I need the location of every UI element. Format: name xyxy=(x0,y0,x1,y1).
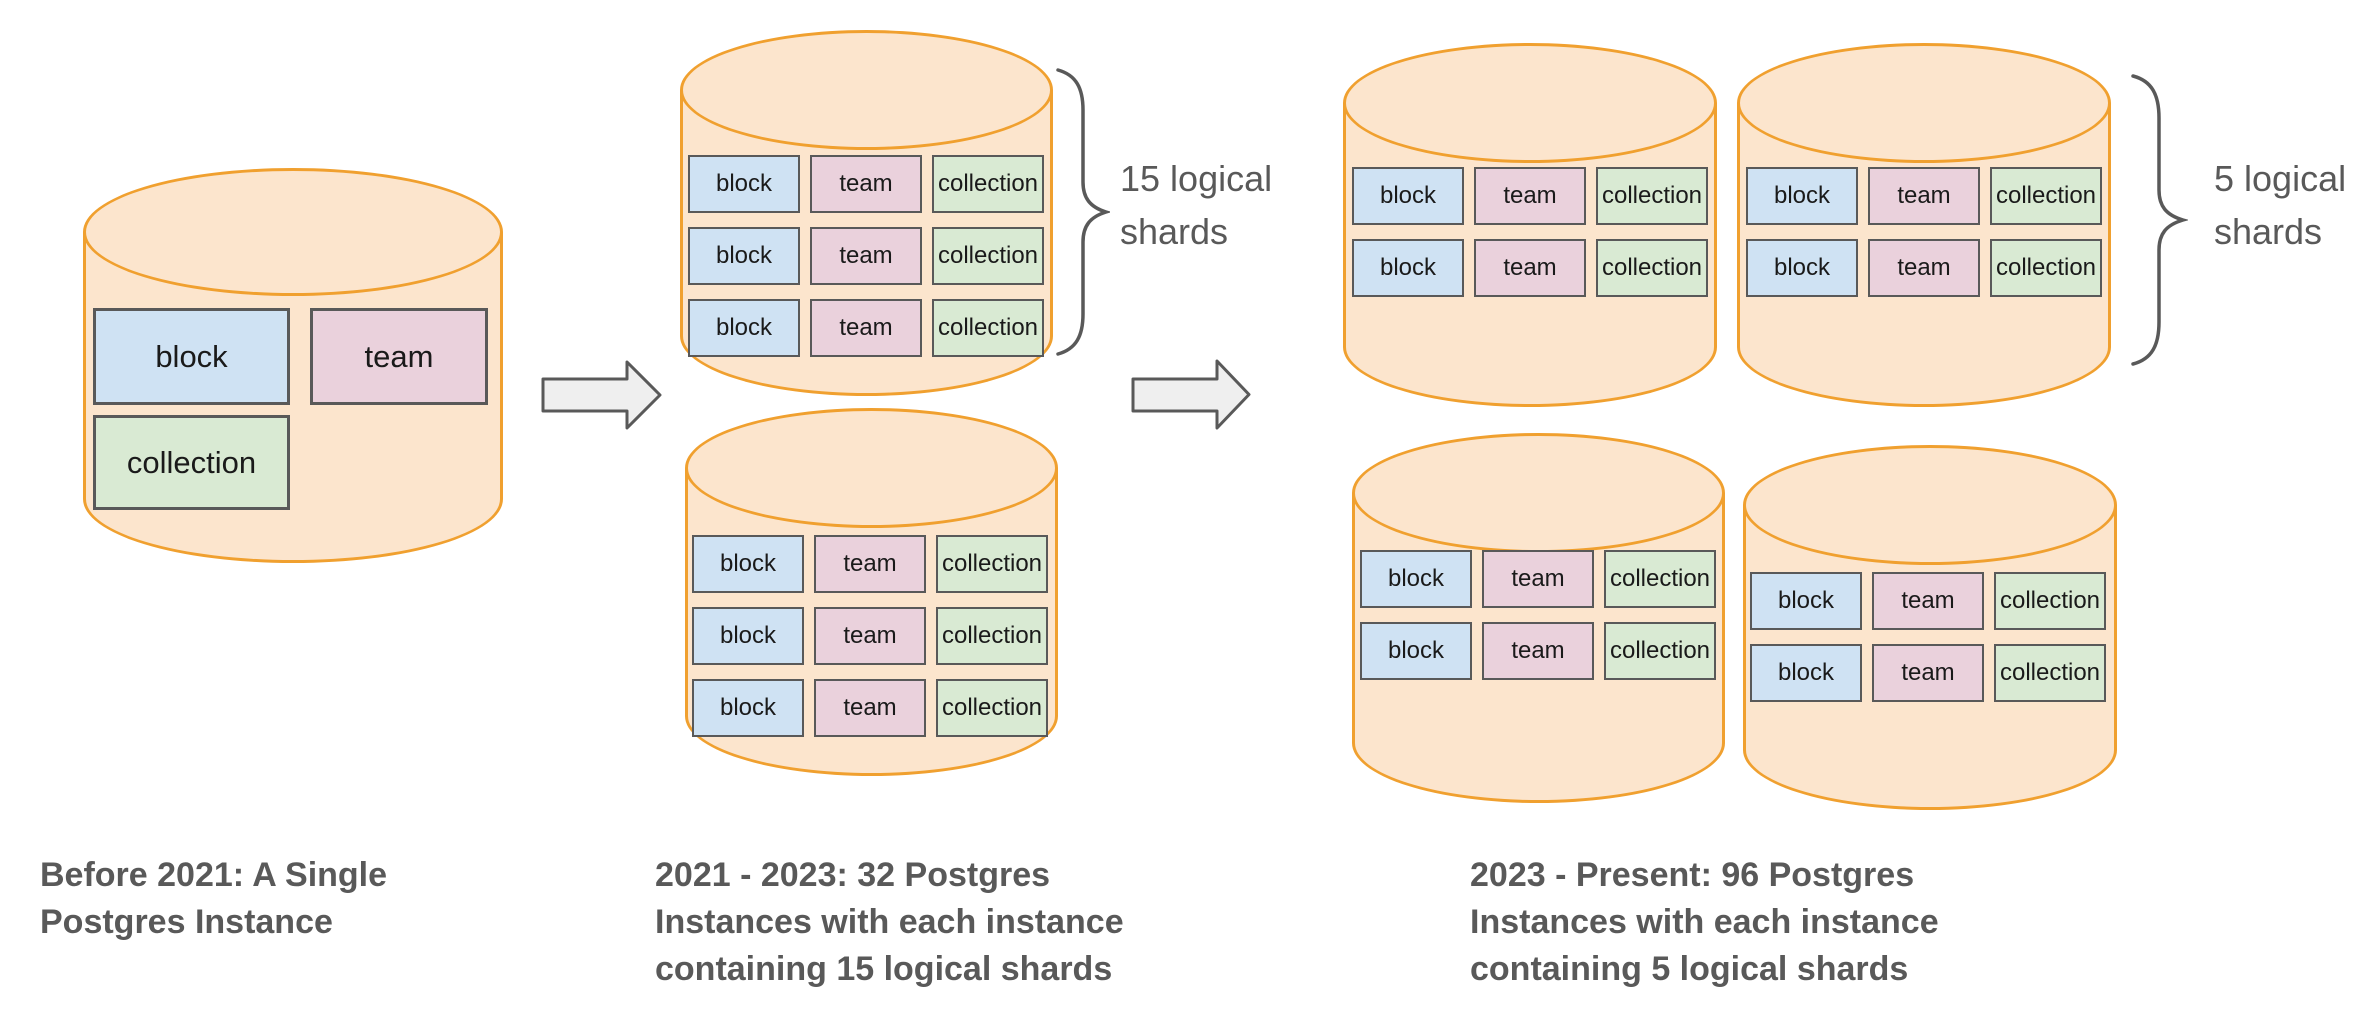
table-box-block: block xyxy=(1360,550,1472,608)
cylinder-top xyxy=(685,408,1058,528)
shard-count-label-5: 5 logical shards xyxy=(2214,158,2347,252)
table-box-team: team xyxy=(1474,239,1586,297)
brace-icon xyxy=(2131,74,2188,366)
table-box-team: team xyxy=(814,607,926,665)
shard-row: block team collection xyxy=(1352,167,1708,225)
table-box-collection: collection xyxy=(93,415,290,510)
table-box-team: team xyxy=(810,299,922,357)
table-box-block: block xyxy=(1352,239,1464,297)
shard-row: block team collection xyxy=(692,535,1048,593)
table-box-block: block xyxy=(93,308,290,405)
table-box-collection: collection xyxy=(1990,239,2102,297)
postgres-cylinder-5shards-bottom-right: block team collection block team collect… xyxy=(1743,445,2117,810)
shard-row: block team collection xyxy=(692,607,1048,665)
table-box-collection: collection xyxy=(936,607,1048,665)
table-box-block: block xyxy=(692,607,804,665)
table-box-team: team xyxy=(814,679,926,737)
shard-row: block team collection xyxy=(1746,239,2102,297)
table-box-collection: collection xyxy=(1994,572,2106,630)
brace-icon xyxy=(1056,68,1110,356)
stage1-caption: Before 2021: A Single Postgres Instance xyxy=(40,856,388,941)
table-box-collection: collection xyxy=(932,155,1044,213)
shard-row: block team collection xyxy=(692,679,1048,737)
shard-row: block team collection xyxy=(1360,550,1716,608)
table-box-block: block xyxy=(1746,167,1858,225)
table-box-block: block xyxy=(1750,644,1862,702)
arrow-right-icon xyxy=(1131,359,1251,430)
table-box-collection: collection xyxy=(1990,167,2102,225)
shard-row: block team collection xyxy=(1360,622,1716,680)
shard-row: block team collection xyxy=(688,227,1044,285)
postgres-cylinder-15shards-bottom: block team collection block team collect… xyxy=(685,408,1058,776)
shard-row: block team collection xyxy=(688,155,1044,213)
cylinder-top xyxy=(1343,43,1717,163)
postgres-cylinder-5shards-top-left: block team collection block team collect… xyxy=(1343,43,1717,407)
cylinder-top xyxy=(1743,445,2117,565)
table-box-team: team xyxy=(1868,239,1980,297)
table-box-block: block xyxy=(1352,167,1464,225)
table-box-team: team xyxy=(1474,167,1586,225)
table-box-block: block xyxy=(688,227,800,285)
table-box-team: team xyxy=(814,535,926,593)
shard-row: block team collection xyxy=(1746,167,2102,225)
table-box-collection: collection xyxy=(1604,550,1716,608)
table-box-team: team xyxy=(810,227,922,285)
shard-row: block team collection xyxy=(1750,572,2106,630)
table-box-team: team xyxy=(1868,167,1980,225)
cylinder-top xyxy=(1352,433,1725,553)
table-box-block: block xyxy=(1750,572,1862,630)
table-box-collection: collection xyxy=(1596,239,1708,297)
shard-count-label-15: 15 logical shards xyxy=(1120,158,1273,252)
table-box-team: team xyxy=(1482,550,1594,608)
postgres-cylinder-single: block team collection xyxy=(83,168,503,563)
table-box-block: block xyxy=(692,679,804,737)
table-box-team: team xyxy=(1872,644,1984,702)
table-box-block: block xyxy=(1360,622,1472,680)
table-box-collection: collection xyxy=(932,227,1044,285)
table-box-collection: collection xyxy=(1994,644,2106,702)
table-box-block: block xyxy=(692,535,804,593)
postgres-cylinder-5shards-bottom-left: block team collection block team collect… xyxy=(1352,433,1725,803)
table-box-block: block xyxy=(1746,239,1858,297)
table-box-team: team xyxy=(310,308,488,405)
shard-row: block team collection xyxy=(688,299,1044,357)
shard-row: block team collection xyxy=(1352,239,1708,297)
table-box-team: team xyxy=(1482,622,1594,680)
cylinder-top xyxy=(680,30,1053,150)
arrow-right-icon xyxy=(541,360,662,430)
shard-row: block team collection xyxy=(1750,644,2106,702)
postgres-cylinder-5shards-top-right: block team collection block team collect… xyxy=(1737,43,2111,407)
postgres-cylinder-15shards-top: block team collection block team collect… xyxy=(680,30,1053,396)
table-box-collection: collection xyxy=(1604,622,1716,680)
table-box-collection: collection xyxy=(1596,167,1708,225)
table-box-collection: collection xyxy=(932,299,1044,357)
stage2-caption: 2021 - 2023: 32 Postgres Instances with … xyxy=(655,856,1124,988)
cylinder-top xyxy=(83,168,503,296)
cylinder-top xyxy=(1737,43,2111,163)
table-box-block: block xyxy=(688,299,800,357)
table-box-collection: collection xyxy=(936,535,1048,593)
table-box-block: block xyxy=(688,155,800,213)
table-box-collection: collection xyxy=(936,679,1048,737)
table-box-team: team xyxy=(1872,572,1984,630)
table-box-team: team xyxy=(810,155,922,213)
stage3-caption: 2023 - Present: 96 Postgres Instances wi… xyxy=(1470,856,1939,988)
